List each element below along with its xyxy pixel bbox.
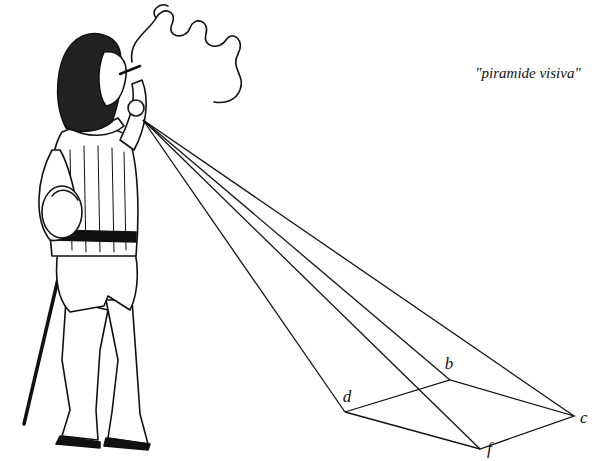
point-label: d: [343, 388, 352, 405]
visual-ray: [143, 120, 450, 380]
hand: [128, 100, 144, 116]
base-square: [345, 380, 574, 449]
visual-ray: [143, 120, 480, 449]
smoke: [154, 5, 168, 18]
point-label: b: [445, 355, 454, 372]
leg: [106, 300, 148, 444]
arm: [120, 80, 146, 150]
leg: [62, 300, 108, 440]
point-label: f: [487, 440, 492, 457]
shoe: [56, 436, 150, 450]
face: [99, 52, 126, 106]
sword: [24, 262, 62, 424]
hat: [42, 186, 82, 238]
point-label: c: [580, 409, 588, 426]
hat-feather: [52, 190, 78, 200]
smoke: [132, 11, 242, 103]
visual-ray: [143, 120, 574, 416]
pipe: [120, 66, 140, 74]
breeches: [57, 248, 138, 312]
pyramid-title: "piramide visiva": [475, 66, 581, 81]
